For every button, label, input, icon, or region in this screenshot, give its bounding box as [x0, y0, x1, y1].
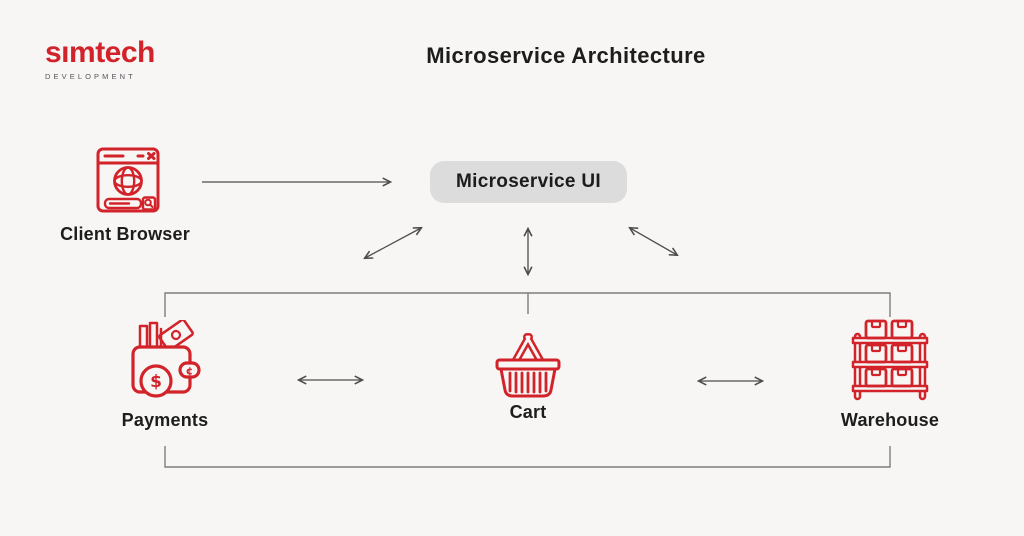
brand-logo: sımtech DEVELOPMENT — [45, 36, 155, 82]
brand-wordmark: sımtech — [45, 36, 155, 69]
browser-window-icon — [96, 147, 160, 213]
dollar-symbol: $ — [150, 372, 162, 392]
wallet-icon: ¢ $ — [131, 320, 201, 398]
shelf-rack-icon — [851, 319, 929, 401]
warehouse-label: Warehouse — [840, 410, 940, 430]
brand-tagline: DEVELOPMENT — [45, 72, 136, 81]
page-title: Microservice Architecture — [426, 43, 706, 68]
arrow-ui-payments — [365, 228, 421, 258]
cart-label: Cart — [509, 402, 547, 422]
basket-icon — [495, 333, 561, 398]
payments-label: Payments — [121, 410, 209, 430]
cent-symbol: ¢ — [186, 365, 194, 378]
bottom-bus-line — [164, 446, 891, 468]
client-browser-label: Client Browser — [60, 224, 190, 244]
arrow-ui-warehouse — [630, 228, 677, 255]
microservice-ui-node: Microservice UI — [430, 161, 627, 203]
